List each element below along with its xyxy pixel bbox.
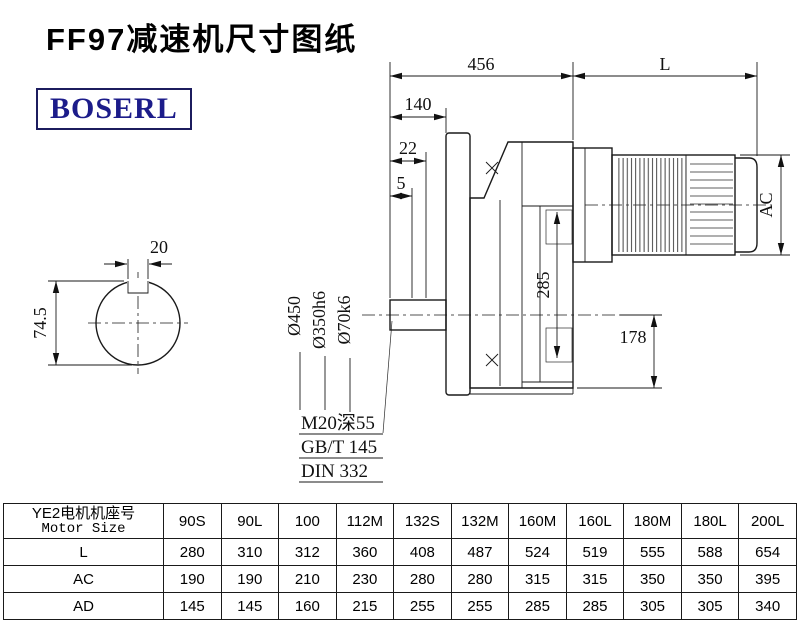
motor-body — [611, 154, 736, 256]
row-label-AC: AC — [3, 565, 164, 593]
fan-cover — [735, 157, 758, 253]
table-row-AC: AC 190 190 210 230 280 280 315 315 350 3… — [3, 565, 797, 593]
table-cell: 350 — [623, 565, 682, 593]
table-cell: 360 — [335, 538, 395, 566]
table-cell: 408 — [393, 538, 452, 566]
column-header: 90S — [163, 503, 222, 539]
shaft-end-view: 20 74.5 — [30, 237, 181, 366]
table-cell: 395 — [738, 565, 797, 593]
table-cell: 519 — [565, 538, 625, 566]
table-cell: 190 — [163, 565, 222, 593]
side-view — [389, 132, 758, 396]
row-label-L: L — [3, 538, 164, 566]
housing-hatch-upper — [545, 209, 573, 245]
notes-block: M20深55 GB/T 145 DIN 332 — [299, 320, 393, 483]
dim-AC-label: AC — [756, 192, 776, 217]
table-header-motor-size: YE2电机机座号 Motor Size — [3, 503, 164, 539]
table-cell: 285 — [508, 592, 567, 620]
table-cell: 588 — [680, 538, 740, 566]
column-header: 180M — [623, 503, 682, 539]
table-cell: 145 — [163, 592, 222, 620]
table-cell: 285 — [565, 592, 625, 620]
table-cell: 305 — [623, 592, 682, 620]
column-header: 100 — [278, 503, 337, 539]
technical-drawing: 20 74.5 Ø450 Ø350h6 Ø70k6 M20深55 GB/T 14… — [30, 54, 790, 483]
note-gb-standard: GB/T 145 — [301, 437, 377, 458]
table-cell: 555 — [623, 538, 682, 566]
table-cell: 340 — [738, 592, 797, 620]
column-header: 112M — [335, 503, 395, 539]
dim-285-label: 285 — [533, 272, 553, 299]
keyway-slot — [127, 278, 149, 293]
table-cell: 230 — [335, 565, 395, 593]
column-header: 90L — [220, 503, 280, 539]
bolt-cross-upper-icon — [485, 161, 499, 175]
output-flange — [445, 132, 471, 396]
table-cell: 145 — [220, 592, 280, 620]
table-cell: 350 — [680, 565, 740, 593]
housing-hatch-lower — [545, 327, 573, 363]
dim-key-width-label: 20 — [150, 237, 168, 257]
table-cell: 280 — [163, 538, 222, 566]
row-label-AD: AD — [3, 592, 164, 620]
column-header: 160L — [565, 503, 625, 539]
table-row-L: L 280 310 312 360 408 487 524 519 555 58… — [3, 538, 797, 566]
dim-shaft-height-label: 74.5 — [30, 307, 50, 339]
dim-22-label: 22 — [399, 138, 417, 158]
column-header: 160M — [508, 503, 567, 539]
gearbox-housing — [469, 141, 574, 389]
column-header: 132S — [393, 503, 452, 539]
dim-5-label: 5 — [397, 173, 406, 193]
table-cell: 255 — [393, 592, 452, 620]
brand-logo: BOSERL — [36, 88, 192, 130]
table-cell: 280 — [393, 565, 452, 593]
motor-fins — [690, 163, 733, 245]
page-title: FF97减速机尺寸图纸 — [46, 22, 358, 57]
dim-140-label: 140 — [405, 94, 432, 114]
note-tapped-hole: M20深55 — [301, 412, 375, 434]
column-header: 132M — [450, 503, 510, 539]
table-cell: 255 — [450, 592, 510, 620]
table-row-AD: AD 145 145 160 215 255 255 285 285 305 3… — [3, 592, 797, 620]
table-cell: 315 — [565, 565, 625, 593]
table-cell: 654 — [738, 538, 797, 566]
motor-stator-hatch — [616, 158, 686, 252]
table-cell: 524 — [508, 538, 567, 566]
dim-flange-diameter-label: Ø450 — [284, 296, 304, 336]
diameter-callouts: Ø450 Ø350h6 Ø70k6 — [284, 291, 354, 412]
vertical-dimensions: 285 178 AC — [533, 154, 790, 389]
header-en: Motor Size — [41, 521, 126, 537]
motor-size-table: YE2电机机座号 Motor Size 90S 90L 100 112M 132… — [3, 503, 797, 620]
dim-shaft-diameter-label: Ø70k6 — [334, 296, 354, 345]
column-header: 200L — [738, 503, 797, 539]
table-cell: 160 — [278, 592, 337, 620]
table-cell: 305 — [680, 592, 740, 620]
table-cell: 312 — [278, 538, 337, 566]
dim-456-label: 456 — [468, 54, 495, 74]
top-dimensions: 456 L 140 22 5 — [389, 54, 758, 298]
table-cell: 487 — [450, 538, 510, 566]
brand-logo-text: BOSERL — [50, 92, 178, 125]
table-cell: 215 — [335, 592, 395, 620]
table-cell: 190 — [220, 565, 280, 593]
table-header-row: YE2电机机座号 Motor Size 90S 90L 100 112M 132… — [3, 503, 797, 539]
dim-178-label: 178 — [620, 327, 647, 347]
column-header: 180L — [680, 503, 740, 539]
dim-spigot-diameter-label: Ø350h6 — [309, 291, 329, 349]
header-cn: YE2电机机座号 — [31, 505, 136, 522]
bolt-cross-lower-icon — [485, 353, 499, 367]
table-cell: 310 — [220, 538, 280, 566]
note-din-standard: DIN 332 — [301, 461, 368, 482]
table-cell: 315 — [508, 565, 567, 593]
dim-L-label: L — [660, 54, 671, 74]
table-cell: 210 — [278, 565, 337, 593]
table-cell: 280 — [450, 565, 510, 593]
